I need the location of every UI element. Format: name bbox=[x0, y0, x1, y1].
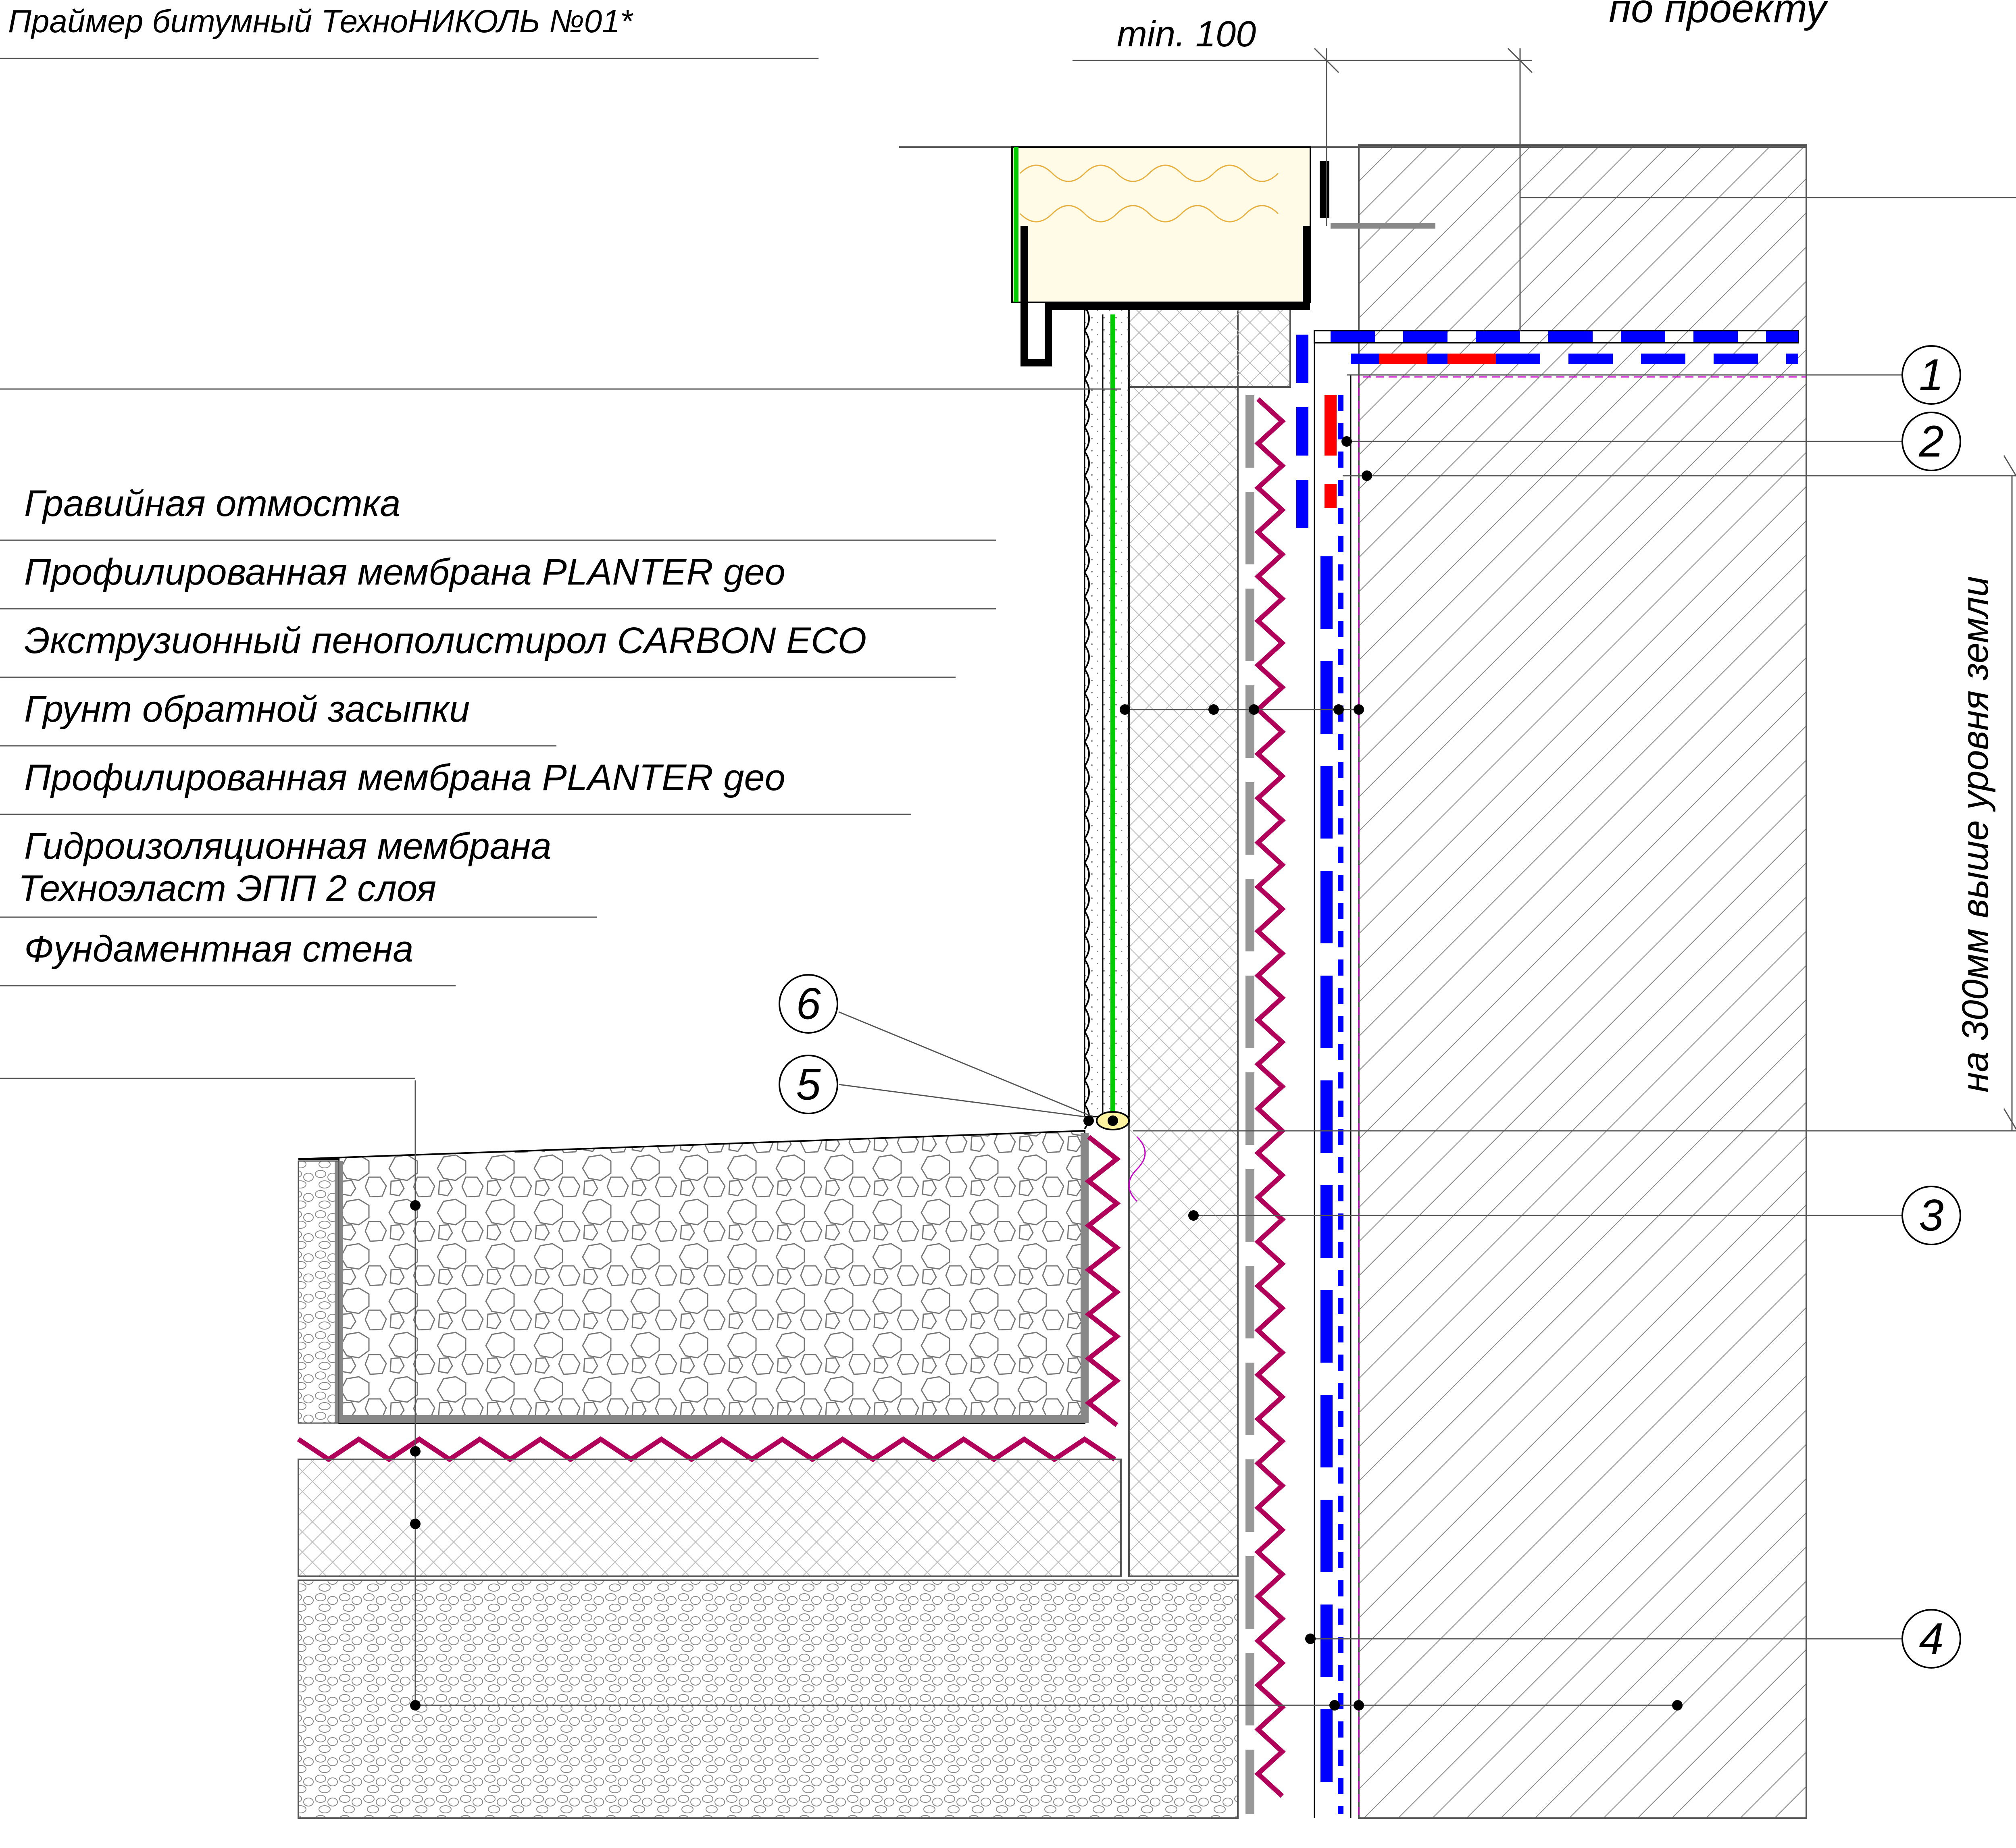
svg-text:3: 3 bbox=[1919, 1191, 1943, 1240]
project-note: по проекту bbox=[1609, 0, 1829, 31]
leader-lines bbox=[414, 48, 2016, 1706]
callout-5: 5 bbox=[779, 1055, 838, 1114]
layer-label-planter-2: Профилированная мембрана PLANTER geo bbox=[24, 757, 785, 798]
xps-insulation-horizontal bbox=[298, 1459, 1122, 1577]
callout-6: 6 bbox=[779, 974, 838, 1034]
callout-2: 2 bbox=[1901, 412, 1961, 471]
layer-label-xps: Экструзионный пенополистирол CARBON ECO bbox=[24, 620, 866, 661]
vertical-height-note: на 300мм выше уровня земли bbox=[1955, 576, 1996, 1093]
layer-label-backfill: Грунт обратной засыпки bbox=[24, 689, 470, 730]
label-underlines bbox=[0, 58, 1121, 1079]
callout-1: 1 bbox=[1901, 345, 1961, 405]
layer-label-foundation: Фундаментная стена bbox=[24, 928, 413, 970]
svg-text:2: 2 bbox=[1918, 417, 1943, 466]
vertical-waterproofing bbox=[1296, 335, 1360, 1818]
svg-text:4: 4 bbox=[1919, 1614, 1943, 1664]
plinth-surface bbox=[1083, 306, 1090, 1130]
svg-text:5: 5 bbox=[796, 1060, 821, 1109]
profiled-membrane-horizontal bbox=[297, 1135, 1121, 1463]
foundation-wall bbox=[1358, 144, 1807, 1819]
callout-3: 3 bbox=[1901, 1186, 1961, 1245]
layer-label-membrane-1: Гидроизоляционная мембрана bbox=[24, 826, 552, 867]
layer-label-membrane-2: Техноэласт ЭПП 2 слоя bbox=[18, 868, 436, 909]
primer-label: Праймер битумный ТехноНИКОЛЬ №01* bbox=[8, 3, 634, 39]
callout-4: 4 bbox=[1901, 1609, 1961, 1669]
leader-dots bbox=[410, 436, 1683, 1711]
layer-label-gravel: Гравийная отмостка bbox=[24, 483, 400, 524]
gravel-blind-area bbox=[298, 1130, 1089, 1424]
horizontal-waterproofing bbox=[1314, 330, 1806, 378]
backfill-soil bbox=[298, 1580, 1239, 1819]
dimension-min-100: min. 100 bbox=[1117, 14, 1256, 54]
facade-insulation-block bbox=[1011, 146, 1435, 366]
layer-label-planter-1: Профилированная мембрана PLANTER geo bbox=[24, 551, 785, 593]
profiled-membrane-vertical bbox=[1245, 395, 1286, 1814]
svg-text:6: 6 bbox=[796, 979, 821, 1029]
svg-text:1: 1 bbox=[1919, 350, 1943, 400]
